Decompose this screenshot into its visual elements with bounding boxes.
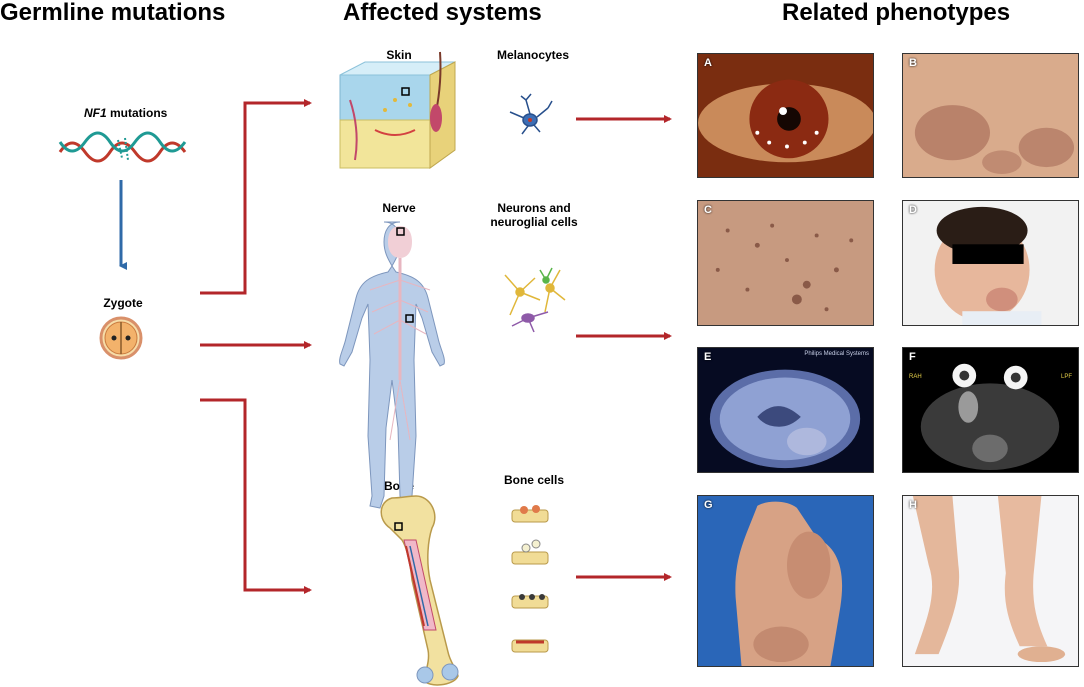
panel-g-back-photo: G (697, 495, 874, 667)
neurons-label-line2: neuroglial cells (490, 215, 578, 229)
zygote-label: Zygote (103, 296, 143, 310)
nerve-label: Nerve (382, 201, 416, 215)
panel-letter-d: D (909, 204, 917, 216)
panel-letter-g: G (704, 499, 713, 511)
skin-label: Skin (386, 48, 412, 62)
related-phenotypes-header: Related phenotypes (782, 0, 1011, 26)
panel-letter-e: E (704, 351, 712, 363)
melanocytes-label: Melanocytes (496, 48, 570, 62)
nerve-body-illustration (339, 221, 445, 509)
panel-letter-f: F (909, 351, 916, 363)
nf1-mutations-label: NF1 mutations (84, 106, 174, 120)
zygote-icon (99, 316, 143, 360)
bone-illustration (380, 495, 459, 686)
mri-overlay-text: Philips Medical Systems (804, 351, 869, 357)
panel-letter-b: B (909, 57, 917, 69)
panel-a-eye-photo: A (697, 53, 874, 178)
panel-c-neurofibromas-photo: C (697, 200, 874, 326)
brain-sagittal-icon (698, 348, 873, 472)
child-face-icon (903, 201, 1078, 325)
panel-b-cafe-au-lait-photo: B (902, 53, 1079, 178)
neurons-label-line1: Neurons and (497, 201, 571, 215)
red-branch-arrows (200, 99, 672, 594)
germline-mutations-header: Germline mutations (0, 0, 226, 26)
panel-d-child-face-photo: D (902, 200, 1079, 326)
bone-cells-label: Bone cells (503, 473, 565, 487)
panel-letter-h: H (909, 499, 917, 511)
panel-e-mri-sagittal: E Philips Medical Systems (697, 347, 874, 473)
affected-systems-header: Affected systems (343, 0, 542, 26)
mri-label-lpf: LPF (1060, 374, 1072, 380)
dna-helix-icon (58, 131, 187, 163)
skin-patches-icon (903, 54, 1078, 177)
eye-iris-icon (698, 54, 873, 177)
panel-letter-a: A (704, 57, 712, 69)
back-nodules-icon (698, 201, 873, 325)
child-back-icon (698, 496, 873, 666)
panel-letter-c: C (704, 204, 712, 216)
melanocyte-icon (509, 93, 553, 135)
mri-label-rah: RAH (909, 374, 922, 380)
bone-cells-icon (511, 505, 549, 653)
skin-illustration (339, 51, 456, 169)
brain-axial-icon (903, 348, 1078, 472)
child-legs-icon (903, 496, 1078, 666)
nf1-gene-name: NF1 (84, 106, 107, 120)
panel-f-mri-axial: F RAH LPF (902, 347, 1079, 473)
panel-h-legs-photo: H (902, 495, 1079, 667)
nf1-mutations-suffix: mutations (106, 106, 168, 120)
neuron-cells-icon (504, 267, 566, 333)
